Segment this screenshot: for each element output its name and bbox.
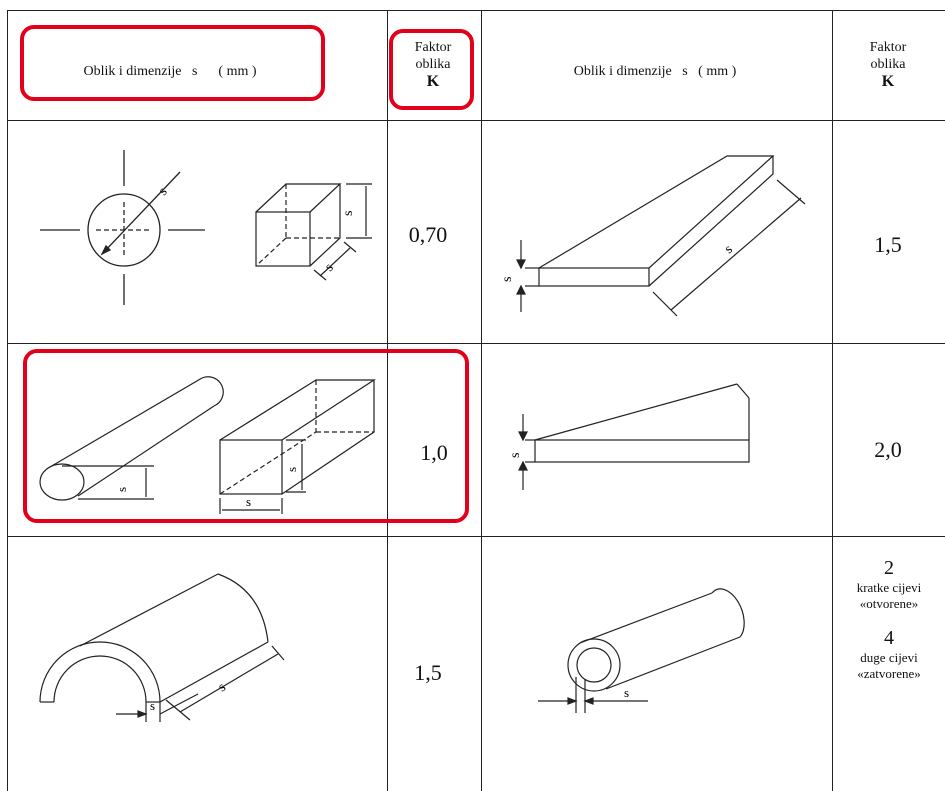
row3-right-factor-block: 2 kratke cijevi «otvorene» 4 duge cijevi… [833,556,945,682]
cylinder-dimension-label: s [114,487,129,492]
row2-right-factor: 2,0 [874,437,902,462]
header-factor-line1: Faktor [414,40,452,55]
highlight-header-factor [389,29,474,110]
short-pipe-factor: 2 [884,557,894,579]
header-shape-factor-right: Faktor oblika K [838,39,938,90]
long-pipe-closed-label: «zatvorene» [857,666,921,681]
header-row-border [7,120,945,121]
wedge-thickness-label: s [508,453,523,458]
header-factor-line2: oblika [415,57,451,72]
header-factor-right-k: K [881,73,895,90]
row1-left-factor: 0,70 [408,222,448,247]
header-shape-dimensions: Oblik i dimenzije s ( mm ) [83,64,257,79]
highlight-header-shape [20,25,325,101]
header-shape-factor: Faktor oblika K [392,39,474,90]
half-pipe-sketch: s s [39,573,285,722]
cube-height-label: s [341,211,356,216]
short-pipe-open-label: «otvorene» [859,596,919,611]
row1-border [7,343,945,344]
row3-left-factor: 1,5 [414,660,442,685]
plate-thickness-label: s [500,277,515,282]
flat-plate-sketch: s s [500,155,806,317]
highlight-row-cylinder-bar [23,349,469,523]
table-top-border [7,10,945,11]
col1-border [387,10,388,791]
row2-border [7,536,945,537]
header-factor-right-line1: Faktor [869,40,907,55]
half-pipe-length-label: s [216,680,229,695]
long-pipe-factor: 4 [884,627,894,649]
cube-sketch: s s [255,183,372,281]
col3-border [832,10,833,791]
pipe-wall-label: s [624,685,629,700]
header-factor-k: K [426,73,440,90]
long-pipe-label: duge cijevi [860,650,918,665]
wedge-plate-sketch: s [508,383,750,490]
bar-height-label: s [284,467,299,472]
row1-right-factor: 1,5 [874,232,902,257]
pipe-sketch: s [538,588,745,713]
col2-border [481,10,482,791]
short-pipe-label: kratke cijevi [856,580,922,595]
round-bar-cross-section: s [40,150,205,305]
half-pipe-wall-label: s [150,698,155,713]
table-left-border [7,10,8,791]
cylinder-rod-sketch: s [39,376,224,501]
header-shape-dimensions-right: Oblik i dimenzije s ( mm ) [573,64,737,79]
header-factor-right-line2: oblika [870,57,906,72]
row2-left-factor: 1,0 [420,440,448,465]
bar-width-label: s [246,494,251,509]
square-bar-sketch: s s [219,379,377,514]
circle-dimension-label: s [156,185,171,199]
plate-width-label: s [722,242,736,257]
